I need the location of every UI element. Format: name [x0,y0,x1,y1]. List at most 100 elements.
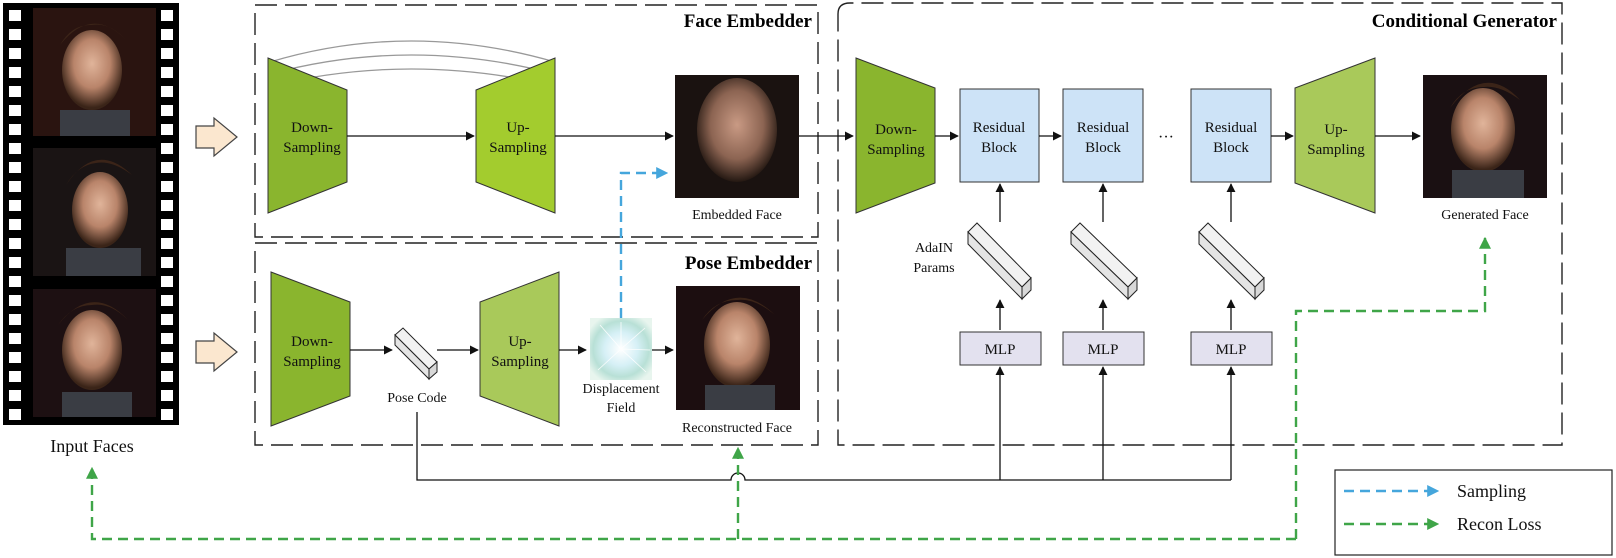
recon-loss-line-input [86,466,1296,541]
mlp-box-2 [1062,331,1145,366]
generated-face-image [1423,75,1547,198]
generated-face-label: Generated Face [1441,208,1528,223]
gen-up-sampling-label-2: Sampling [1307,142,1365,158]
film-sprocket-hole [161,295,173,306]
legend: Sampling Recon Loss [1334,469,1613,556]
film-sprocket-hole [9,105,21,116]
conditional-generator-title: Conditional Generator [1372,11,1558,32]
film-sprocket-hole [9,124,21,135]
film-sprocket-hole [9,200,21,211]
face-embedder-title: Face Embedder [684,11,813,32]
face-up-sampling-label-1: Up- [506,120,529,136]
residual-block-3 [1190,88,1272,183]
generator-vertical-arrows [995,183,1236,480]
residual-block-1-label-1: Residual [973,120,1026,136]
film-sprocket-hole [9,219,21,230]
film-sprocket-hole [9,238,21,249]
pose-up-sampling-label-2: Sampling [491,354,549,370]
embedded-face-label: Embedded Face [692,208,782,223]
film-sprocket-hole [161,409,173,420]
face-down-sampling-label-1: Down- [291,120,333,136]
film-sprocket-hole [161,105,173,116]
gen-down-sampling-block [855,57,936,214]
film-sprocket-hole [161,48,173,59]
film-sprocket-hole [161,390,173,401]
mlp-box-3-label: MLP [1216,342,1247,358]
pose-down-sampling-label-1: Down- [291,334,333,350]
film-sprocket-hole [161,219,173,230]
film-sprocket-hole [161,67,173,78]
embedded-face-image [675,75,799,198]
film-sprocket-hole [161,314,173,325]
mlp-box-1 [959,331,1042,366]
mlp-box-2-label: MLP [1088,342,1119,358]
film-sprocket-hole [9,371,21,382]
face-up-sampling-label-2: Sampling [489,140,547,156]
gen-down-sampling-label-2: Sampling [867,142,925,158]
residual-block-2-label-1: Residual [1077,120,1130,136]
film-sprockets [9,10,173,420]
face-embedder-box [254,4,819,238]
input-arrow-pose [195,331,238,373]
film-sprocket-hole [9,276,21,287]
recon-loss-line-generated [1294,236,1491,539]
input-arrow-face [195,116,238,158]
film-sprocket-hole [9,48,21,59]
film-sprocket-hole [161,371,173,382]
film-sprocket-hole [9,314,21,325]
sampling-arrow [619,167,669,318]
gen-up-sampling-label-1: Up- [1324,122,1347,138]
adain-cuboid-2 [1070,222,1138,301]
film-sprocket-hole [161,29,173,40]
film-sprocket-hole [9,390,21,401]
face-up-sampling-block [475,57,556,214]
gen-down-sampling-label-1: Down- [875,122,917,138]
mlp-box-1-label: MLP [985,342,1016,358]
film-sprocket-hole [9,10,21,21]
pose-down-sampling-label-2: Sampling [283,354,341,370]
adain-params-label-1: AdaIN [915,241,953,256]
film-sprocket-hole [9,162,21,173]
residual-block-3-label-2: Block [1213,140,1249,156]
film-sprocket-hole [161,124,173,135]
pose-code-label: Pose Code [387,391,447,406]
film-sprocket-hole [161,181,173,192]
face-down-sampling-label-2: Sampling [283,140,341,156]
film-sprocket-hole [9,257,21,268]
pose-code-bus-line [416,412,1231,481]
input-faces-label: Input Faces [50,436,133,456]
film-sprocket-hole [161,143,173,154]
reconstructed-face-label: Reconstructed Face [682,421,792,436]
film-sprocket-hole [161,200,173,211]
residual-block-2-label-2: Block [1085,140,1121,156]
film-sprocket-hole [9,295,21,306]
adain-cuboid-3 [1198,222,1265,301]
adain-params-label-2: Params [913,261,954,276]
film-sprocket-hole [9,143,21,154]
input-face-2 [33,148,156,276]
residual-block-1 [959,88,1040,183]
face-down-sampling-block [267,57,348,214]
residual-ellipsis: ··· [1158,129,1174,146]
legend-sampling-label: Sampling [1457,481,1526,501]
film-sprocket-hole [161,276,173,287]
mlp-box-3 [1190,331,1273,366]
adain-cuboid-1 [967,222,1032,301]
input-face-3 [33,289,156,417]
pose-embedder-title: Pose Embedder [685,253,813,274]
reconstructed-face-image [676,286,800,410]
film-sprocket-hole [9,29,21,40]
film-sprocket-hole [9,67,21,78]
displacement-field-image [590,318,652,380]
film-sprocket-hole [9,409,21,420]
residual-block-3-label-1: Residual [1205,120,1258,136]
displacement-field-label-2: Field [607,401,636,416]
pose-embedder-box [254,242,819,446]
pose-up-sampling-label-1: Up- [508,334,531,350]
pose-code-cuboid [394,327,438,381]
residual-block-1-label-2: Block [981,140,1017,156]
input-film-strip [3,3,179,425]
pose-up-sampling-block [479,271,560,427]
film-sprocket-hole [161,352,173,363]
